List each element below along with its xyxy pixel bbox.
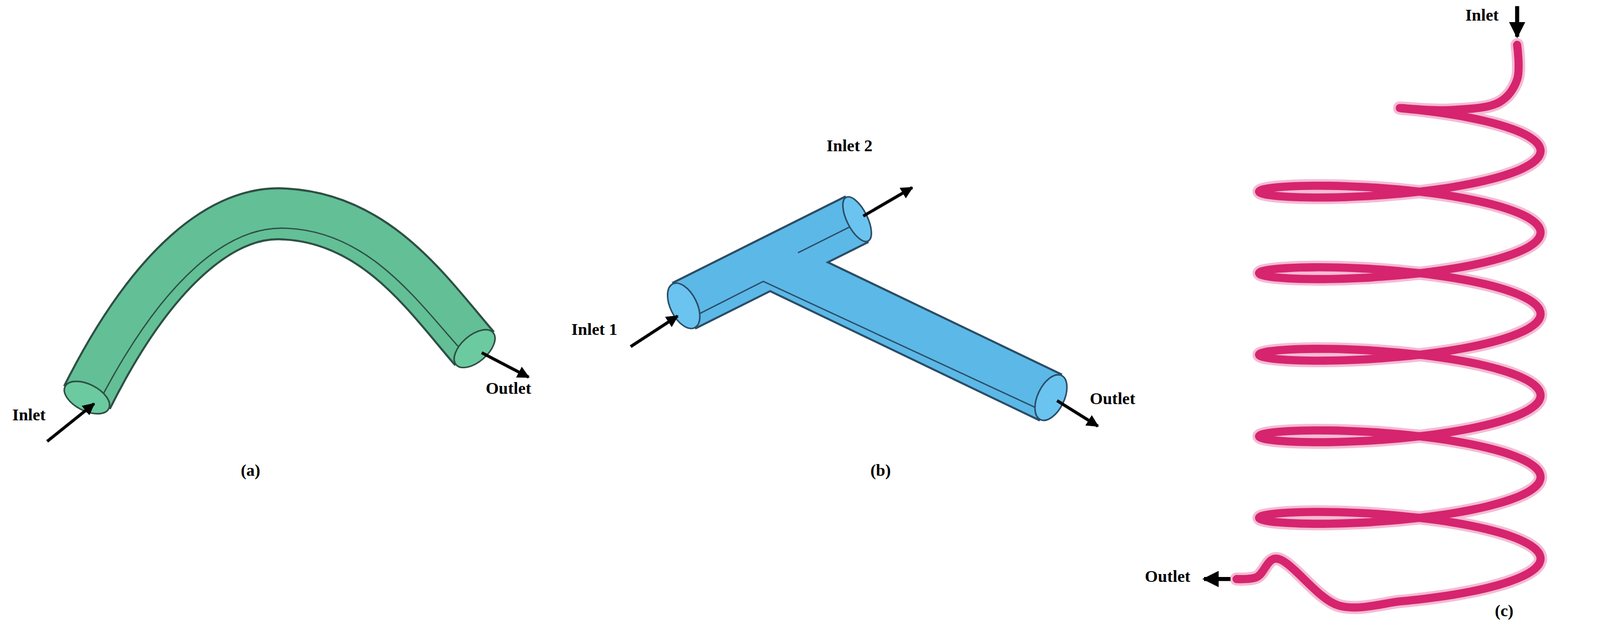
flow-arrow (630, 316, 678, 347)
flow-arrow (47, 403, 94, 442)
tube-end-cap (447, 322, 502, 375)
panel-label: (b) (870, 461, 891, 480)
helical-coil (1203, 5, 1541, 608)
flow-arrow (1203, 577, 1231, 582)
coil-tube (1236, 44, 1541, 608)
port-label: Outlet (485, 379, 532, 398)
coil-glow (1236, 44, 1541, 608)
tube-end-cap (660, 278, 707, 334)
tube-end-cap (1028, 370, 1074, 426)
tube-end-cap (836, 192, 878, 246)
t-junction (630, 187, 1098, 427)
panel-label: (a) (240, 461, 261, 480)
port-label: Outlet (1144, 567, 1191, 586)
tube-edge-line (690, 281, 1045, 413)
port-label: Inlet 1 (571, 320, 618, 339)
port-label: Inlet 2 (826, 136, 873, 155)
tube-body (683, 219, 858, 306)
port-label: Outlet (1089, 389, 1136, 408)
flow-arrow (481, 352, 529, 378)
port-label: Inlet (12, 405, 46, 425)
port-label: Inlet (1465, 5, 1499, 25)
tube-edge-line (98, 228, 468, 405)
tube-body (86, 213, 475, 398)
tube-outline (86, 213, 475, 398)
panel-label: (c) (1494, 601, 1514, 621)
tube-outline (770, 263, 1052, 399)
tube-end-cap (58, 374, 115, 421)
flow-arrow (863, 187, 913, 217)
tube-body (770, 263, 1052, 399)
flow-arrow (1514, 5, 1519, 37)
curved-tube (47, 213, 529, 442)
